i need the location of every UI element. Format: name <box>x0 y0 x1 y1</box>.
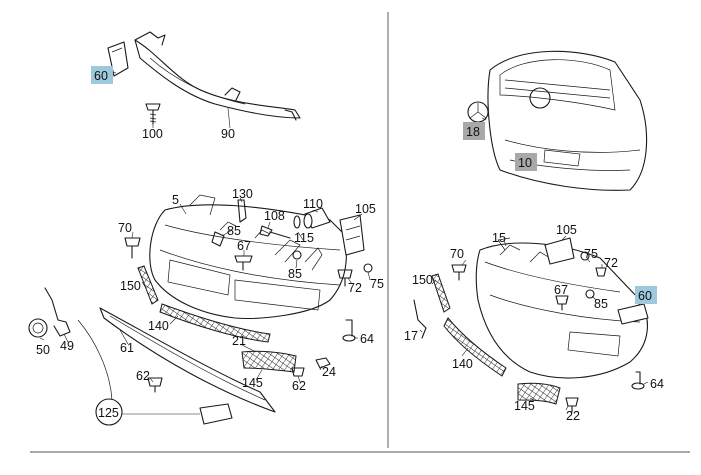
bolt-62-left <box>147 377 163 393</box>
sensor-holder-49 <box>44 287 71 337</box>
label-125: 125 <box>98 406 119 420</box>
highlight-10 <box>515 153 537 171</box>
bolt-22 <box>565 397 579 413</box>
label-140: 140 <box>148 319 169 333</box>
clip-85b <box>292 250 302 260</box>
clip-24 <box>315 357 331 369</box>
label-75-right: 75 <box>584 247 598 261</box>
label-70: 70 <box>118 221 132 235</box>
bolt-62-right <box>291 367 305 377</box>
label-70-right: 70 <box>450 247 464 261</box>
label-10: 10 <box>518 156 532 170</box>
clip-85a <box>211 231 225 247</box>
label-49: 49 <box>60 339 74 353</box>
label-145: 145 <box>242 376 263 390</box>
grille-strip-150 <box>137 265 159 305</box>
label-100: 100 <box>142 127 163 141</box>
bolt-64 <box>342 319 356 342</box>
label-72: 72 <box>348 281 362 295</box>
label-62: 62 <box>136 369 150 383</box>
label-140-right: 140 <box>452 357 473 371</box>
sensor-50 <box>28 318 48 338</box>
label-150: 150 <box>120 279 141 293</box>
spoiler-61 <box>99 307 276 413</box>
label-22: 22 <box>566 409 580 423</box>
bracket-17 <box>413 299 427 339</box>
label-145-right: 145 <box>514 399 535 413</box>
grille-strip-150-right <box>431 273 451 313</box>
bolt-70-right <box>451 264 467 281</box>
label-21: 21 <box>232 334 246 348</box>
bolt-67 <box>234 255 253 271</box>
label-72-right: 72 <box>604 256 618 270</box>
grille-140-right <box>443 317 507 377</box>
mount-105-right <box>544 237 575 265</box>
label-85b: 85 <box>288 267 302 281</box>
label-108: 108 <box>264 209 285 223</box>
label-64-right: 64 <box>650 377 664 391</box>
bolt-67-right <box>555 295 569 311</box>
grille-140 <box>159 303 271 343</box>
label-150-right: 150 <box>412 273 433 287</box>
panel-125 <box>77 319 233 426</box>
label-60-right: 60 <box>638 289 652 303</box>
label-64: 64 <box>360 332 374 346</box>
label-105: 105 <box>355 202 376 216</box>
cylinder-110 <box>303 207 331 229</box>
label-115: 115 <box>294 231 314 245</box>
left-leader-lines <box>39 69 371 383</box>
label-5: 5 <box>172 193 179 207</box>
label-75: 75 <box>370 277 384 291</box>
label-85a: 85 <box>227 224 241 238</box>
label-90: 90 <box>221 127 235 141</box>
bolt-108 <box>259 225 291 239</box>
front-bumper-top-view <box>487 50 648 191</box>
grille-145-right <box>517 382 561 405</box>
label-61: 61 <box>120 341 134 355</box>
label-130: 130 <box>232 187 253 201</box>
label-67-right: 67 <box>554 283 568 297</box>
ring-75 <box>363 263 373 273</box>
highlight-18 <box>463 122 485 140</box>
label-24: 24 <box>322 365 336 379</box>
label-50: 50 <box>36 343 50 357</box>
bolt-72 <box>337 269 353 287</box>
bolt-70 <box>124 237 141 259</box>
label-85-right: 85 <box>594 297 608 311</box>
emblem-18 <box>467 101 489 123</box>
highlight-60-left <box>91 66 113 84</box>
label-67: 67 <box>237 239 251 253</box>
upper-trim-strip <box>134 31 301 121</box>
clip-85-right <box>585 289 595 299</box>
cover-60-right <box>617 303 649 325</box>
bolt-64-right <box>631 371 645 390</box>
bracket-130 <box>237 199 247 223</box>
mount-105 <box>339 214 365 256</box>
label-110: 110 <box>303 197 323 211</box>
grille-145 <box>241 350 297 373</box>
label-62b: 62 <box>292 379 306 393</box>
label-15: 15 <box>492 231 506 245</box>
label-17: 17 <box>404 329 418 343</box>
label-60: 60 <box>94 69 108 83</box>
ring-75-right <box>580 251 590 261</box>
ring-115 <box>293 215 301 229</box>
screw-100 <box>145 103 161 125</box>
label-105-right: 105 <box>556 223 577 237</box>
highlight-60-right <box>635 286 657 304</box>
label-18: 18 <box>466 125 480 139</box>
right-leader-lines <box>419 117 649 411</box>
bolt-72-right <box>595 267 607 277</box>
